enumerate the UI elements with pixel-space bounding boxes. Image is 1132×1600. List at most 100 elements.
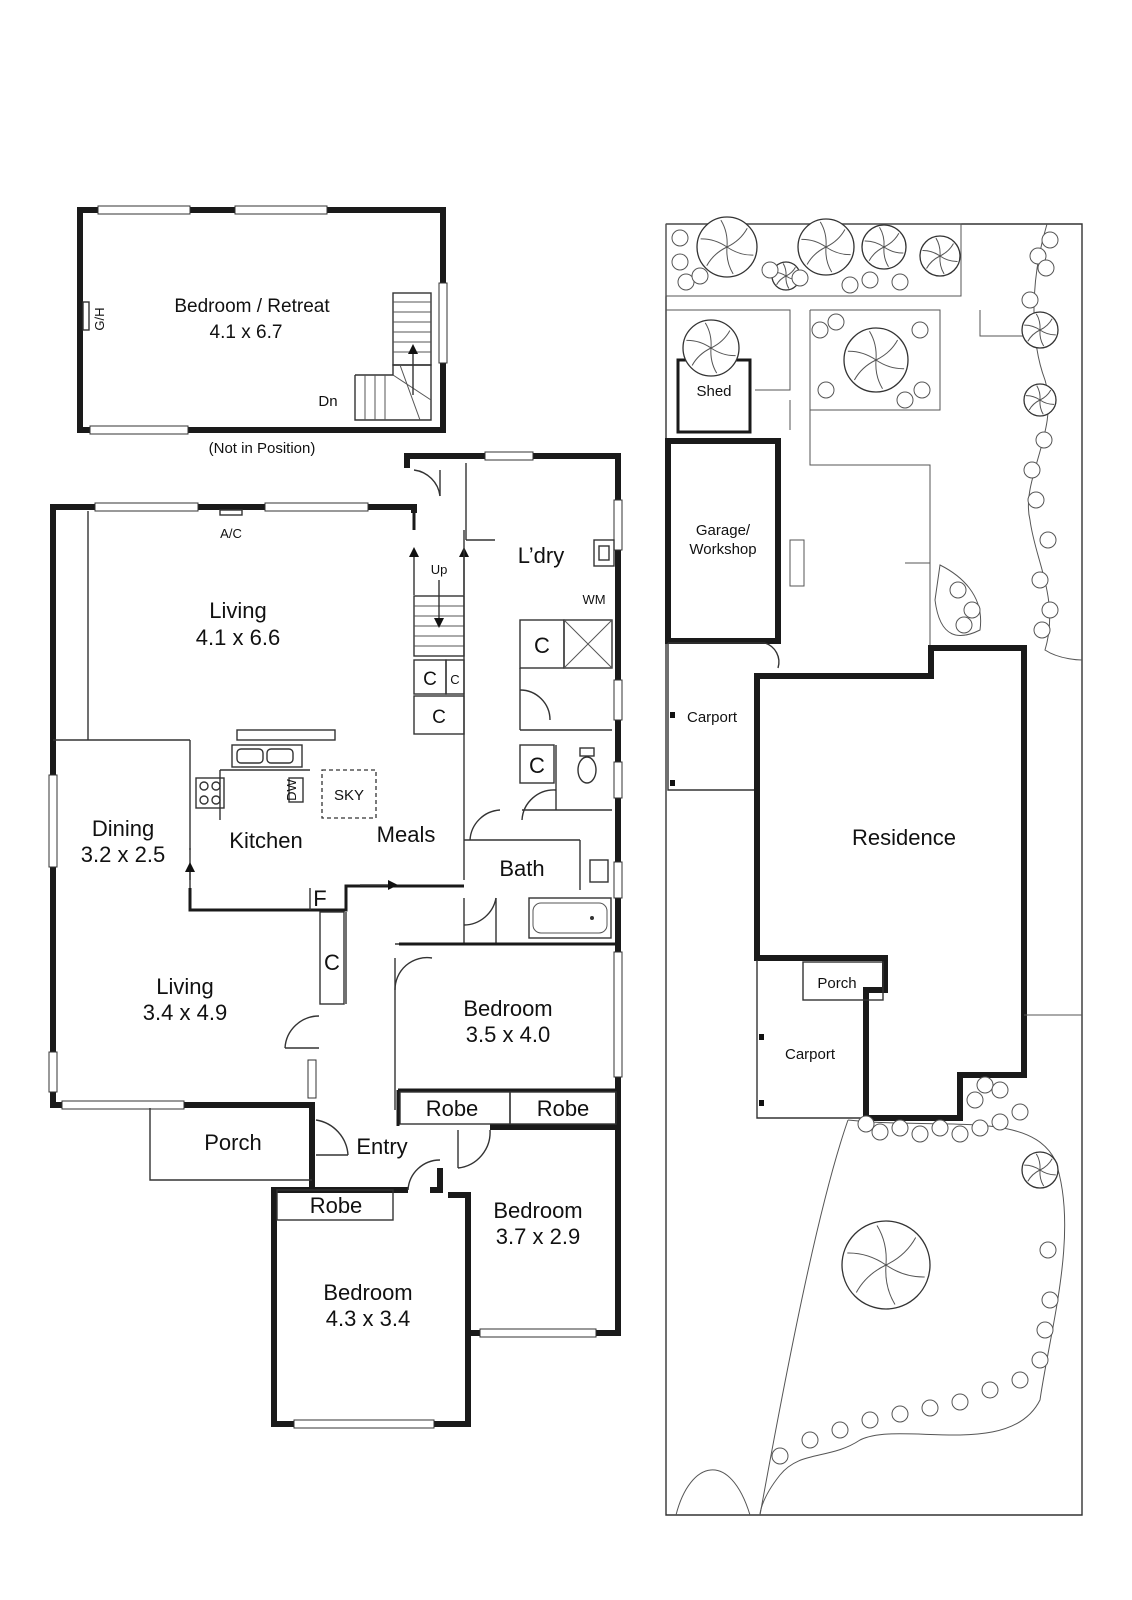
dining-name: Dining: [92, 816, 154, 841]
shrub-icon: [951, 1393, 969, 1411]
shrub-icon: [896, 391, 914, 409]
bedroom3-size: 4.3 x 3.4: [326, 1306, 410, 1331]
shed-label: Shed: [696, 383, 731, 400]
window: [89, 425, 189, 435]
up-label: Up: [431, 562, 448, 577]
living2-name: Living: [156, 974, 213, 999]
shrub-icon: [1021, 291, 1039, 309]
site-boundary: [665, 223, 1083, 1516]
stairs-icon: [354, 292, 432, 421]
shrub-icon: [891, 1119, 909, 1137]
tree-icon: [861, 224, 907, 270]
landscaping: [671, 216, 1059, 1465]
shrub-icon: [841, 276, 859, 294]
porch: [802, 961, 884, 1001]
ground-floor: A/C Up C C C: [48, 451, 623, 1429]
shrub-icon: [951, 1125, 969, 1143]
door-swing: [413, 469, 441, 497]
garage-label-1: Garage/: [696, 522, 751, 539]
window: [613, 679, 623, 721]
shrub-icon: [931, 1119, 949, 1137]
shrub-icon: [1039, 531, 1057, 549]
shrub-icon: [1029, 247, 1047, 265]
door-swing: [469, 809, 501, 841]
shrub-icon: [1033, 621, 1051, 639]
tree-icon: [843, 327, 909, 393]
window: [97, 205, 191, 215]
fridge-label: F: [313, 886, 326, 911]
cupboard: [319, 911, 345, 1005]
shrub-icon: [1011, 1103, 1029, 1121]
cupboard: [519, 744, 555, 784]
svg-text:DW: DW: [284, 778, 299, 800]
entry-label: Entry: [356, 1134, 407, 1159]
shrub-icon: [871, 1123, 889, 1141]
shrub-icon: [1041, 231, 1059, 249]
skylight-label: SKY: [334, 787, 364, 804]
ac-label: A/C: [220, 526, 242, 541]
carport-label-2: Carport: [785, 1046, 836, 1063]
living2-size: 3.4 x 4.9: [143, 1000, 227, 1025]
cupboard-label: C: [450, 672, 459, 687]
shrub-icon: [991, 1113, 1009, 1131]
window: [48, 774, 58, 868]
tree-icon: [682, 319, 740, 377]
window: [264, 502, 369, 512]
door-swing: [519, 689, 551, 721]
shrub-icon: [861, 271, 879, 289]
shrub-icon: [1027, 491, 1045, 509]
tree-icon: [797, 218, 855, 276]
door-swing: [315, 1119, 349, 1156]
window: [234, 205, 328, 215]
cupboard-label: C: [432, 707, 446, 728]
shrub-icon: [891, 1405, 909, 1423]
retreat-walls: [77, 207, 446, 433]
shrub-icon: [1023, 461, 1041, 479]
retreat-name: Bedroom / Retreat: [174, 296, 330, 317]
upper-level: G/H Bedroom / Retreat 4.1 x 6.7 Dn (Not …: [77, 205, 448, 457]
window: [484, 451, 534, 461]
living-main-size: 4.1 x 6.6: [196, 625, 280, 650]
window: [48, 1051, 58, 1093]
window: [613, 761, 623, 799]
shrub-icon: [1036, 1321, 1054, 1339]
shrub-icon: [801, 1431, 819, 1449]
shrub-icon: [976, 1076, 994, 1094]
gh-label: G/H: [92, 307, 107, 330]
shrub-icon: [963, 601, 981, 619]
vanity-basin: [589, 859, 609, 883]
shrub-icon: [1041, 1291, 1059, 1309]
tree-icon: [1021, 1151, 1059, 1189]
window: [479, 1328, 597, 1338]
shrub-icon: [811, 321, 829, 339]
shrub-icon: [1041, 601, 1059, 619]
toilet-icon: [577, 756, 597, 784]
robe: [276, 1189, 394, 1221]
overhead-cupboard: [236, 729, 336, 741]
bedroom2-name: Bedroom: [493, 1198, 582, 1223]
exterior-wall: [430, 1168, 443, 1193]
shrub-icon: [955, 616, 973, 634]
shrub-icon: [1031, 1351, 1049, 1369]
robe: [509, 1091, 617, 1125]
ac-unit: [219, 509, 243, 516]
site-porch-label: Porch: [817, 975, 856, 992]
window: [613, 951, 623, 1078]
shrub-icon: [891, 273, 909, 291]
meals-label: Meals: [377, 822, 436, 847]
door-swing: [463, 897, 497, 926]
shrub-icon: [671, 253, 689, 271]
door-swing: [407, 1159, 441, 1191]
porch-label: Porch: [204, 1130, 261, 1155]
shrub-icon: [791, 269, 809, 287]
tree-icon: [1021, 311, 1059, 349]
not-in-position-note: (Not in Position): [209, 440, 316, 457]
retreat-size: 4.1 x 6.7: [210, 322, 283, 343]
door-swing: [394, 956, 433, 991]
garage-label-2: Workshop: [689, 541, 756, 558]
laundry-sink: [593, 539, 615, 567]
shrub-icon: [1011, 1371, 1029, 1389]
residence-label: Residence: [852, 825, 956, 850]
carport-label: Carport: [687, 709, 738, 726]
